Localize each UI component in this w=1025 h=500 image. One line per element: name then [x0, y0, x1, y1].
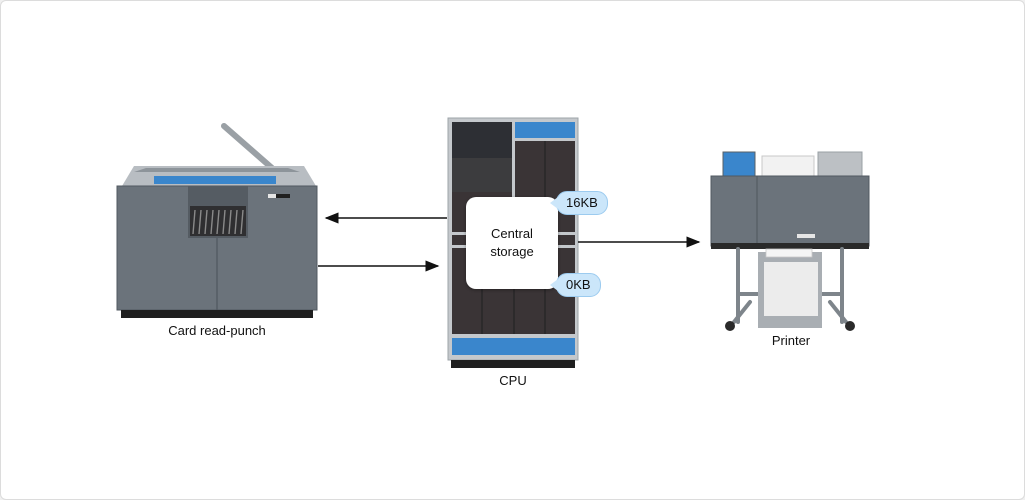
central-storage-box: Central storage — [466, 197, 558, 289]
storage-top-marker: 16KB — [550, 191, 608, 215]
cpu-label: CPU — [499, 373, 527, 388]
central-storage-line2: storage — [490, 244, 534, 259]
card-reader-illustration — [116, 123, 318, 318]
card-reader-label: Card read-punch — [168, 323, 266, 338]
printer-illustration — [710, 151, 870, 331]
printer-label: Printer — [771, 333, 811, 348]
central-storage-line1: Central — [491, 226, 533, 241]
storage-bottom-marker: 0KB — [550, 273, 601, 297]
